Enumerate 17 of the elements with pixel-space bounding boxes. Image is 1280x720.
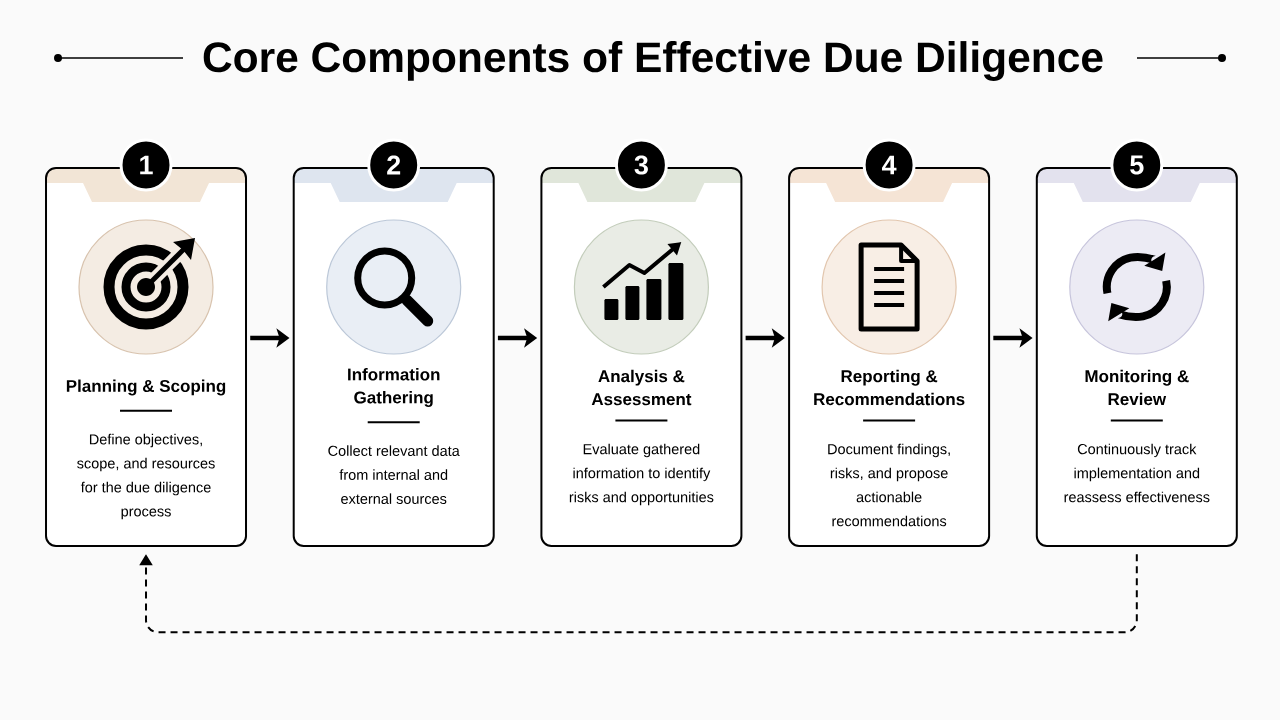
- step-heading: Planning & Scoping: [66, 379, 226, 396]
- step-heading: Monitoring & Review: [1085, 369, 1189, 406]
- number-badge: 4: [862, 138, 916, 192]
- number-badge: 2: [367, 138, 421, 192]
- step-description: Collect relevant data from internal and external sources: [328, 445, 460, 504]
- number-badge: 5: [1110, 138, 1164, 192]
- number-badge: 1: [119, 138, 173, 192]
- step-heading: Information Gathering: [348, 368, 440, 407]
- step-description: Evaluate gathered information to identify risks and opportunities: [569, 443, 714, 506]
- step-description: Define objectives, scope, and resources for the due diligence process: [77, 433, 215, 520]
- arrow: [139, 553, 1138, 634]
- step-description: Document findings, risks, and propose actionable recommendations: [828, 443, 950, 527]
- step-heading: Analysis & Assessment: [591, 369, 692, 406]
- number-badge: 3: [614, 138, 668, 192]
- step-description: Continuously track implementation and reassess effectiveness: [1064, 443, 1210, 503]
- step-heading: Reporting & Recommendations: [814, 369, 965, 406]
- title: Core Components of Effective Due Diligence: [203, 41, 1103, 81]
